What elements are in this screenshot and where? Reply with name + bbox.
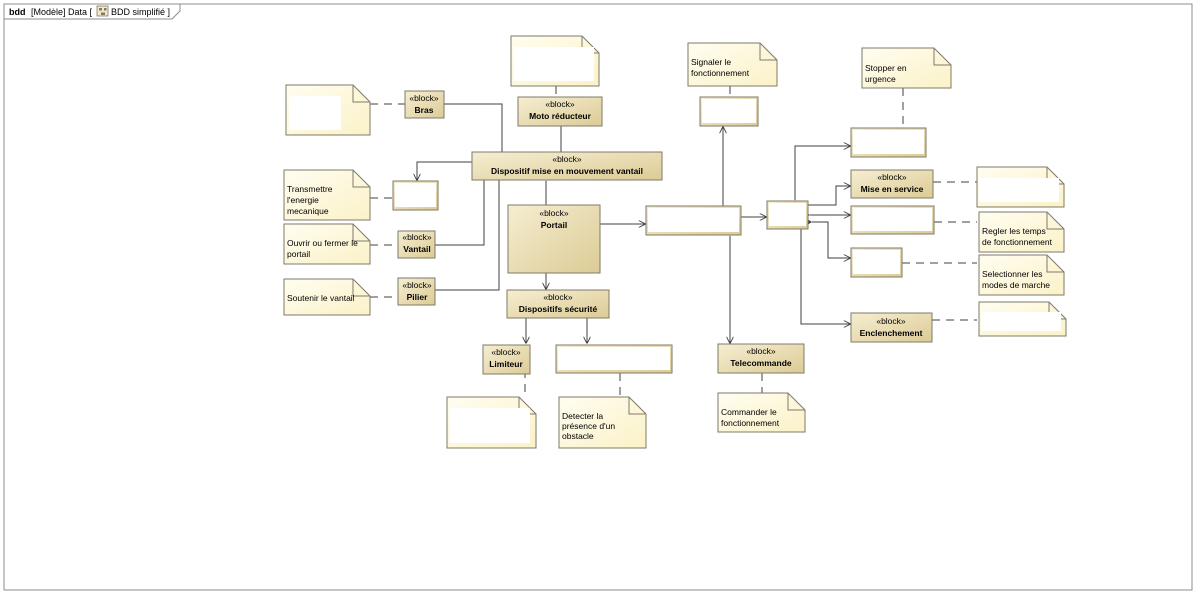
blank-boxes <box>392 96 935 374</box>
diagram-icon <box>96 5 109 17</box>
blocks <box>397 90 934 375</box>
stereotype-enclenchement: «block» <box>876 316 906 326</box>
block-pilier <box>397 277 436 306</box>
block-labels: «block» Bras «block» Moto réducteur «blo… <box>402 93 923 369</box>
frame-diagram-name: BDD simplifié ] <box>111 7 170 17</box>
note-detecter <box>558 396 647 449</box>
block-label-enclenchement: Enclenchement <box>860 328 923 338</box>
note-enclenchement-blank <box>978 301 1067 337</box>
note-limiteur-blank <box>446 396 537 449</box>
frame-kind: bdd <box>9 7 26 17</box>
stereotype-limiteur: «block» <box>491 347 521 357</box>
stereotype-dispositif: «block» <box>552 154 582 164</box>
block-label-securite: Dispositifs sécurité <box>519 304 598 314</box>
note-moto-blank <box>510 35 600 87</box>
block-label-dispositif: Dispositif mise en mouvement vantail <box>491 166 643 176</box>
stereotype-telecommande: «block» <box>746 346 776 356</box>
stereotype-portail: «block» <box>539 208 569 218</box>
note-regler <box>978 211 1065 253</box>
note-soutenir <box>283 278 371 316</box>
note-anchors <box>370 86 977 397</box>
block-mise-en-service <box>850 169 934 199</box>
stereotype-securite: «block» <box>543 292 573 302</box>
block-enclenchement <box>850 312 933 343</box>
block-label-portail: Portail <box>541 220 567 230</box>
block-label-bras: Bras <box>415 105 434 115</box>
connections <box>417 103 850 343</box>
block-label-limiteur: Limiteur <box>489 359 523 369</box>
block-bras <box>404 90 445 119</box>
notes <box>283 35 1067 449</box>
block-portail <box>507 204 601 274</box>
block-label-moto: Moto réducteur <box>529 111 592 121</box>
note-text-soutenir: Soutenir le vantail <box>287 293 355 303</box>
block-moto-reducteur <box>517 96 603 127</box>
note-bras-blank <box>285 84 371 136</box>
svg-text:bdd [Modèle] Data [: bdd [Modèle] Data [ <box>9 7 93 17</box>
block-limiteur <box>482 344 531 375</box>
note-selectionner <box>978 254 1065 296</box>
stereotype-vantail: «block» <box>402 232 432 242</box>
block-label-mise-en-service: Mise en service <box>861 184 924 194</box>
block-vantail <box>397 230 436 259</box>
note-ouvrir <box>283 223 371 265</box>
stereotype-pilier: «block» <box>402 280 432 290</box>
block-dispositif <box>471 151 663 181</box>
note-stopper <box>861 47 952 89</box>
stereotype-moto: «block» <box>545 99 575 109</box>
block-dispositifs-securite <box>506 289 610 319</box>
block-label-vantail: Vantail <box>403 244 430 254</box>
note-transmettre <box>283 169 371 221</box>
stereotype-mise-en-service: «block» <box>877 172 907 182</box>
block-label-pilier: Pilier <box>407 292 428 302</box>
note-signaler <box>687 42 778 87</box>
note-commander <box>717 392 806 433</box>
frame-label: [Modèle] Data [ <box>31 7 93 17</box>
block-telecommande <box>717 343 805 374</box>
block-label-telecommande: Telecommande <box>730 358 792 368</box>
stereotype-bras: «block» <box>409 93 439 103</box>
note-service-blank <box>976 166 1065 208</box>
